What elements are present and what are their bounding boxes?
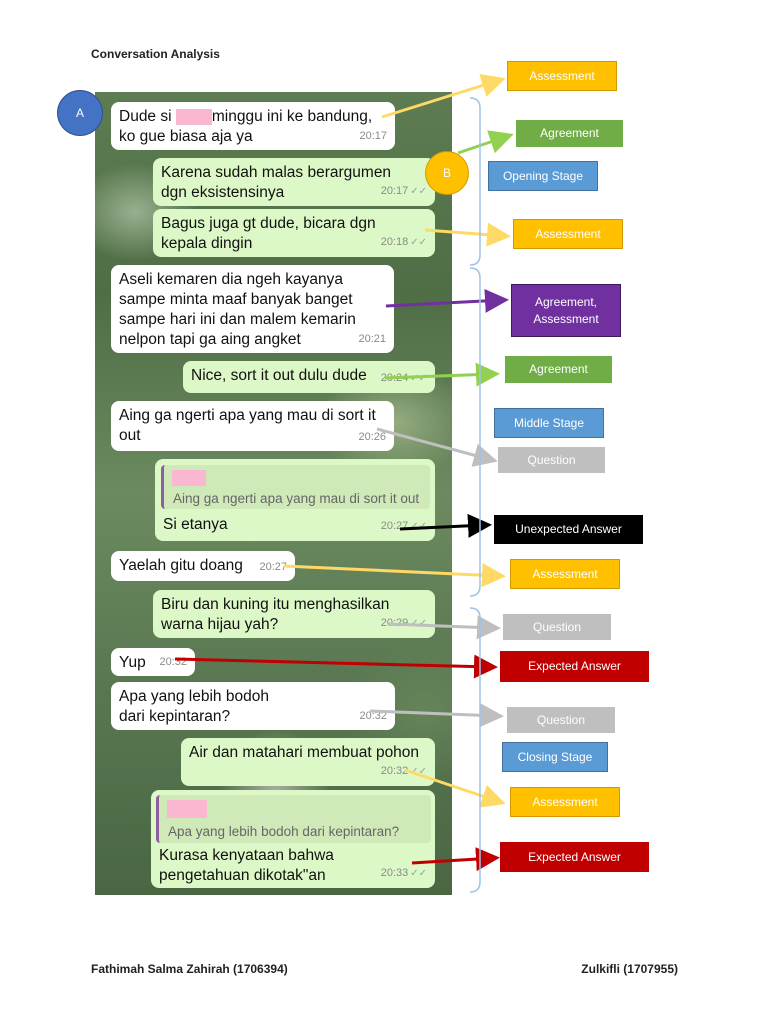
label-assessment: Assessment [513, 219, 623, 249]
read-ticks-icon: ✓✓ [410, 766, 427, 777]
read-ticks-icon: ✓✓ [410, 521, 427, 532]
chat-message: Dude si minggu ini ke bandung, ko gue bi… [111, 102, 395, 150]
arrow-assessment [381, 73, 506, 119]
chat-message: Yaelah gitu doang 20:27 [111, 551, 295, 581]
arrow-assessment [283, 563, 506, 588]
chat-message: Aing ga ngerti apa yang mau di sort it o… [111, 401, 394, 451]
arrow-agreement-assessment [385, 288, 509, 313]
label-question: Question [507, 707, 615, 733]
label-question: Question [498, 447, 605, 473]
arrow-expected-answer [174, 654, 498, 679]
label-expected-answer: Expected Answer [500, 651, 649, 682]
chat-message: Aing ga ngerti apa yang mau di sort it o… [155, 459, 435, 541]
message-time: 20:17 [380, 185, 409, 197]
footer-author-left: Fathimah Salma Zahirah (1706394) [91, 962, 288, 976]
label-expected-answer: Expected Answer [500, 842, 649, 872]
arrow-agreement [384, 362, 500, 387]
label-agreement: Agreement [505, 356, 612, 383]
middle-stage-bracket [469, 267, 481, 597]
quoted-reply: Aing ga ngerti apa yang mau di sort it o… [161, 465, 430, 509]
chat-screenshot: Dude si minggu ini ke bandung, ko gue bi… [95, 92, 452, 895]
arrow-agreement [457, 130, 514, 155]
arrow-expected-answer [411, 847, 500, 872]
chat-message: Bagus juga gt dude, bicara dgn kepala di… [153, 209, 435, 257]
message-time: 20:33 [380, 867, 409, 879]
chat-message: Apa yang lebih bodoh dari kepintaran? 20… [111, 682, 395, 730]
arrow-question [376, 427, 498, 467]
message-time: 20:32 [359, 710, 387, 722]
label-agreement: Agreement [516, 120, 623, 147]
label-assessment: Assessment [507, 61, 617, 91]
footer-author-right: Zulkifli (1707955) [581, 962, 678, 976]
closing-stage-bracket [469, 607, 481, 893]
message-time: 20:32 [380, 765, 409, 777]
speaker-b-badge: B [425, 151, 469, 195]
message-time: 20:27 [259, 561, 287, 573]
redacted-name [175, 108, 212, 125]
read-ticks-icon: ✓✓ [410, 237, 427, 248]
label-unexpected-answer: Unexpected Answer [494, 515, 643, 544]
label-question: Question [503, 614, 611, 640]
speaker-a-badge: A [57, 90, 103, 136]
read-ticks-icon: ✓✓ [410, 373, 427, 384]
chat-message: Biru dan kuning itu menghasilkan warna h… [153, 590, 435, 638]
chat-message: Air dan matahari membuat pohon 20:32✓✓ [181, 738, 435, 786]
arrow-assessment [424, 222, 511, 247]
label-middle-stage: Middle Stage [494, 408, 604, 438]
chat-message: Karena sudah malas berargumen dgn eksist… [153, 158, 435, 206]
redacted-name [172, 470, 206, 486]
message-time: 20:21 [358, 333, 386, 345]
chat-message: Aseli kemaren dia ngeh kayanya sampe min… [111, 265, 394, 353]
arrow-unexpected-answer [399, 513, 492, 538]
chat-message: Apa yang lebih bodoh dari kepintaran? Ku… [151, 790, 435, 888]
quoted-reply: Apa yang lebih bodoh dari kepintaran? [156, 795, 431, 843]
label-assessment: Assessment [510, 559, 620, 589]
label-opening-stage: Opening Stage [488, 161, 598, 191]
read-ticks-icon: ✓✓ [410, 186, 427, 197]
document-title: Conversation Analysis [91, 47, 220, 61]
label-agreement-assessment: Agreement, Assessment [511, 284, 621, 337]
message-time: 20:17 [359, 130, 387, 142]
opening-stage-bracket [469, 97, 481, 266]
label-closing-stage: Closing Stage [502, 742, 608, 772]
arrow-question [387, 615, 501, 640]
redacted-name [167, 800, 207, 818]
read-ticks-icon: ✓✓ [410, 868, 427, 879]
label-assessment: Assessment [510, 787, 620, 817]
message-time: 20:18 [380, 236, 409, 248]
arrow-assessment [404, 768, 506, 808]
arrow-question [369, 703, 504, 728]
read-ticks-icon: ✓✓ [410, 618, 427, 629]
message-time: 20:26 [358, 431, 386, 443]
